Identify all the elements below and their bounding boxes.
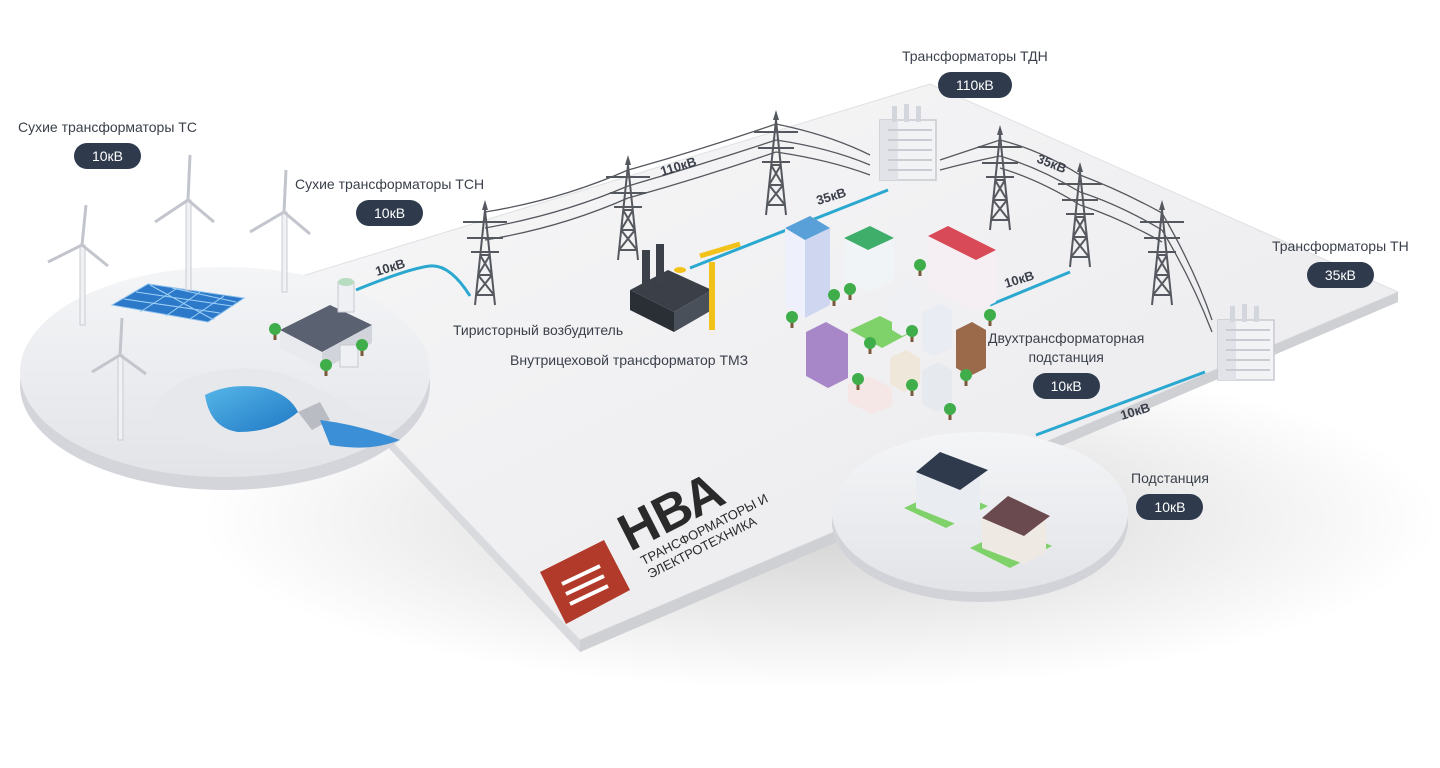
wind-turbines [47, 154, 311, 441]
callout-tdn: Трансформаторы ТДН 110кВ [902, 47, 1048, 98]
callout-dry-tsn-label: Сухие трансформаторы ТСН [295, 176, 485, 192]
cable-10kv-district [989, 270, 1071, 307]
callout-dry-tsn-badge: 10кВ [356, 200, 424, 226]
substation-disk [832, 432, 1128, 602]
city-district [785, 216, 996, 420]
callout-dry-ts-badge: 10кВ [73, 143, 141, 169]
label-thyristor-exciter: Тиристорный возбудитель [453, 322, 624, 338]
callout-two-transformer: Двухтрансформаторная подстанция 10кВ [988, 329, 1144, 399]
overhead-lines [484, 123, 1213, 333]
reservoir [205, 386, 298, 432]
park [850, 316, 912, 348]
callout-two-transformer-label-2: подстанция [1028, 349, 1104, 365]
logo-emblem [540, 540, 630, 624]
callout-tdn-badge: 110кВ [937, 72, 1012, 98]
power-plant [269, 278, 372, 376]
cable-10kv-substation [1035, 370, 1206, 437]
callout-tn-label: Трансформаторы ТН [1272, 238, 1409, 254]
callout-tdn-label: Трансформаторы ТДН [902, 48, 1048, 64]
callout-substation-label: Подстанция [1131, 470, 1209, 486]
callout-substation-badge: 10кВ [1136, 494, 1204, 520]
label-tmz-transformer: Внутрицеховой трансформатор ТМЗ [510, 352, 749, 368]
cable-10kv-plant [355, 264, 472, 297]
callout-two-transformer-label-1: Двухтрансформаторная [988, 330, 1145, 346]
callout-tn: Трансформаторы ТН 35кВ [1272, 237, 1409, 288]
callout-tn-badge: 35кВ [1306, 262, 1374, 288]
callout-substation: Подстанция 10кВ [1131, 469, 1209, 520]
callout-dry-tsn: Сухие трансформаторы ТСН 10кВ [295, 175, 484, 226]
callout-dry-ts: Сухие трансформаторы ТС 10кВ [18, 118, 197, 169]
solar-panels [110, 283, 246, 323]
callout-dry-ts-label: Сухие трансформаторы ТС [18, 119, 197, 135]
factory [630, 241, 741, 332]
callout-two-transformer-badge: 10кВ [1032, 373, 1100, 399]
